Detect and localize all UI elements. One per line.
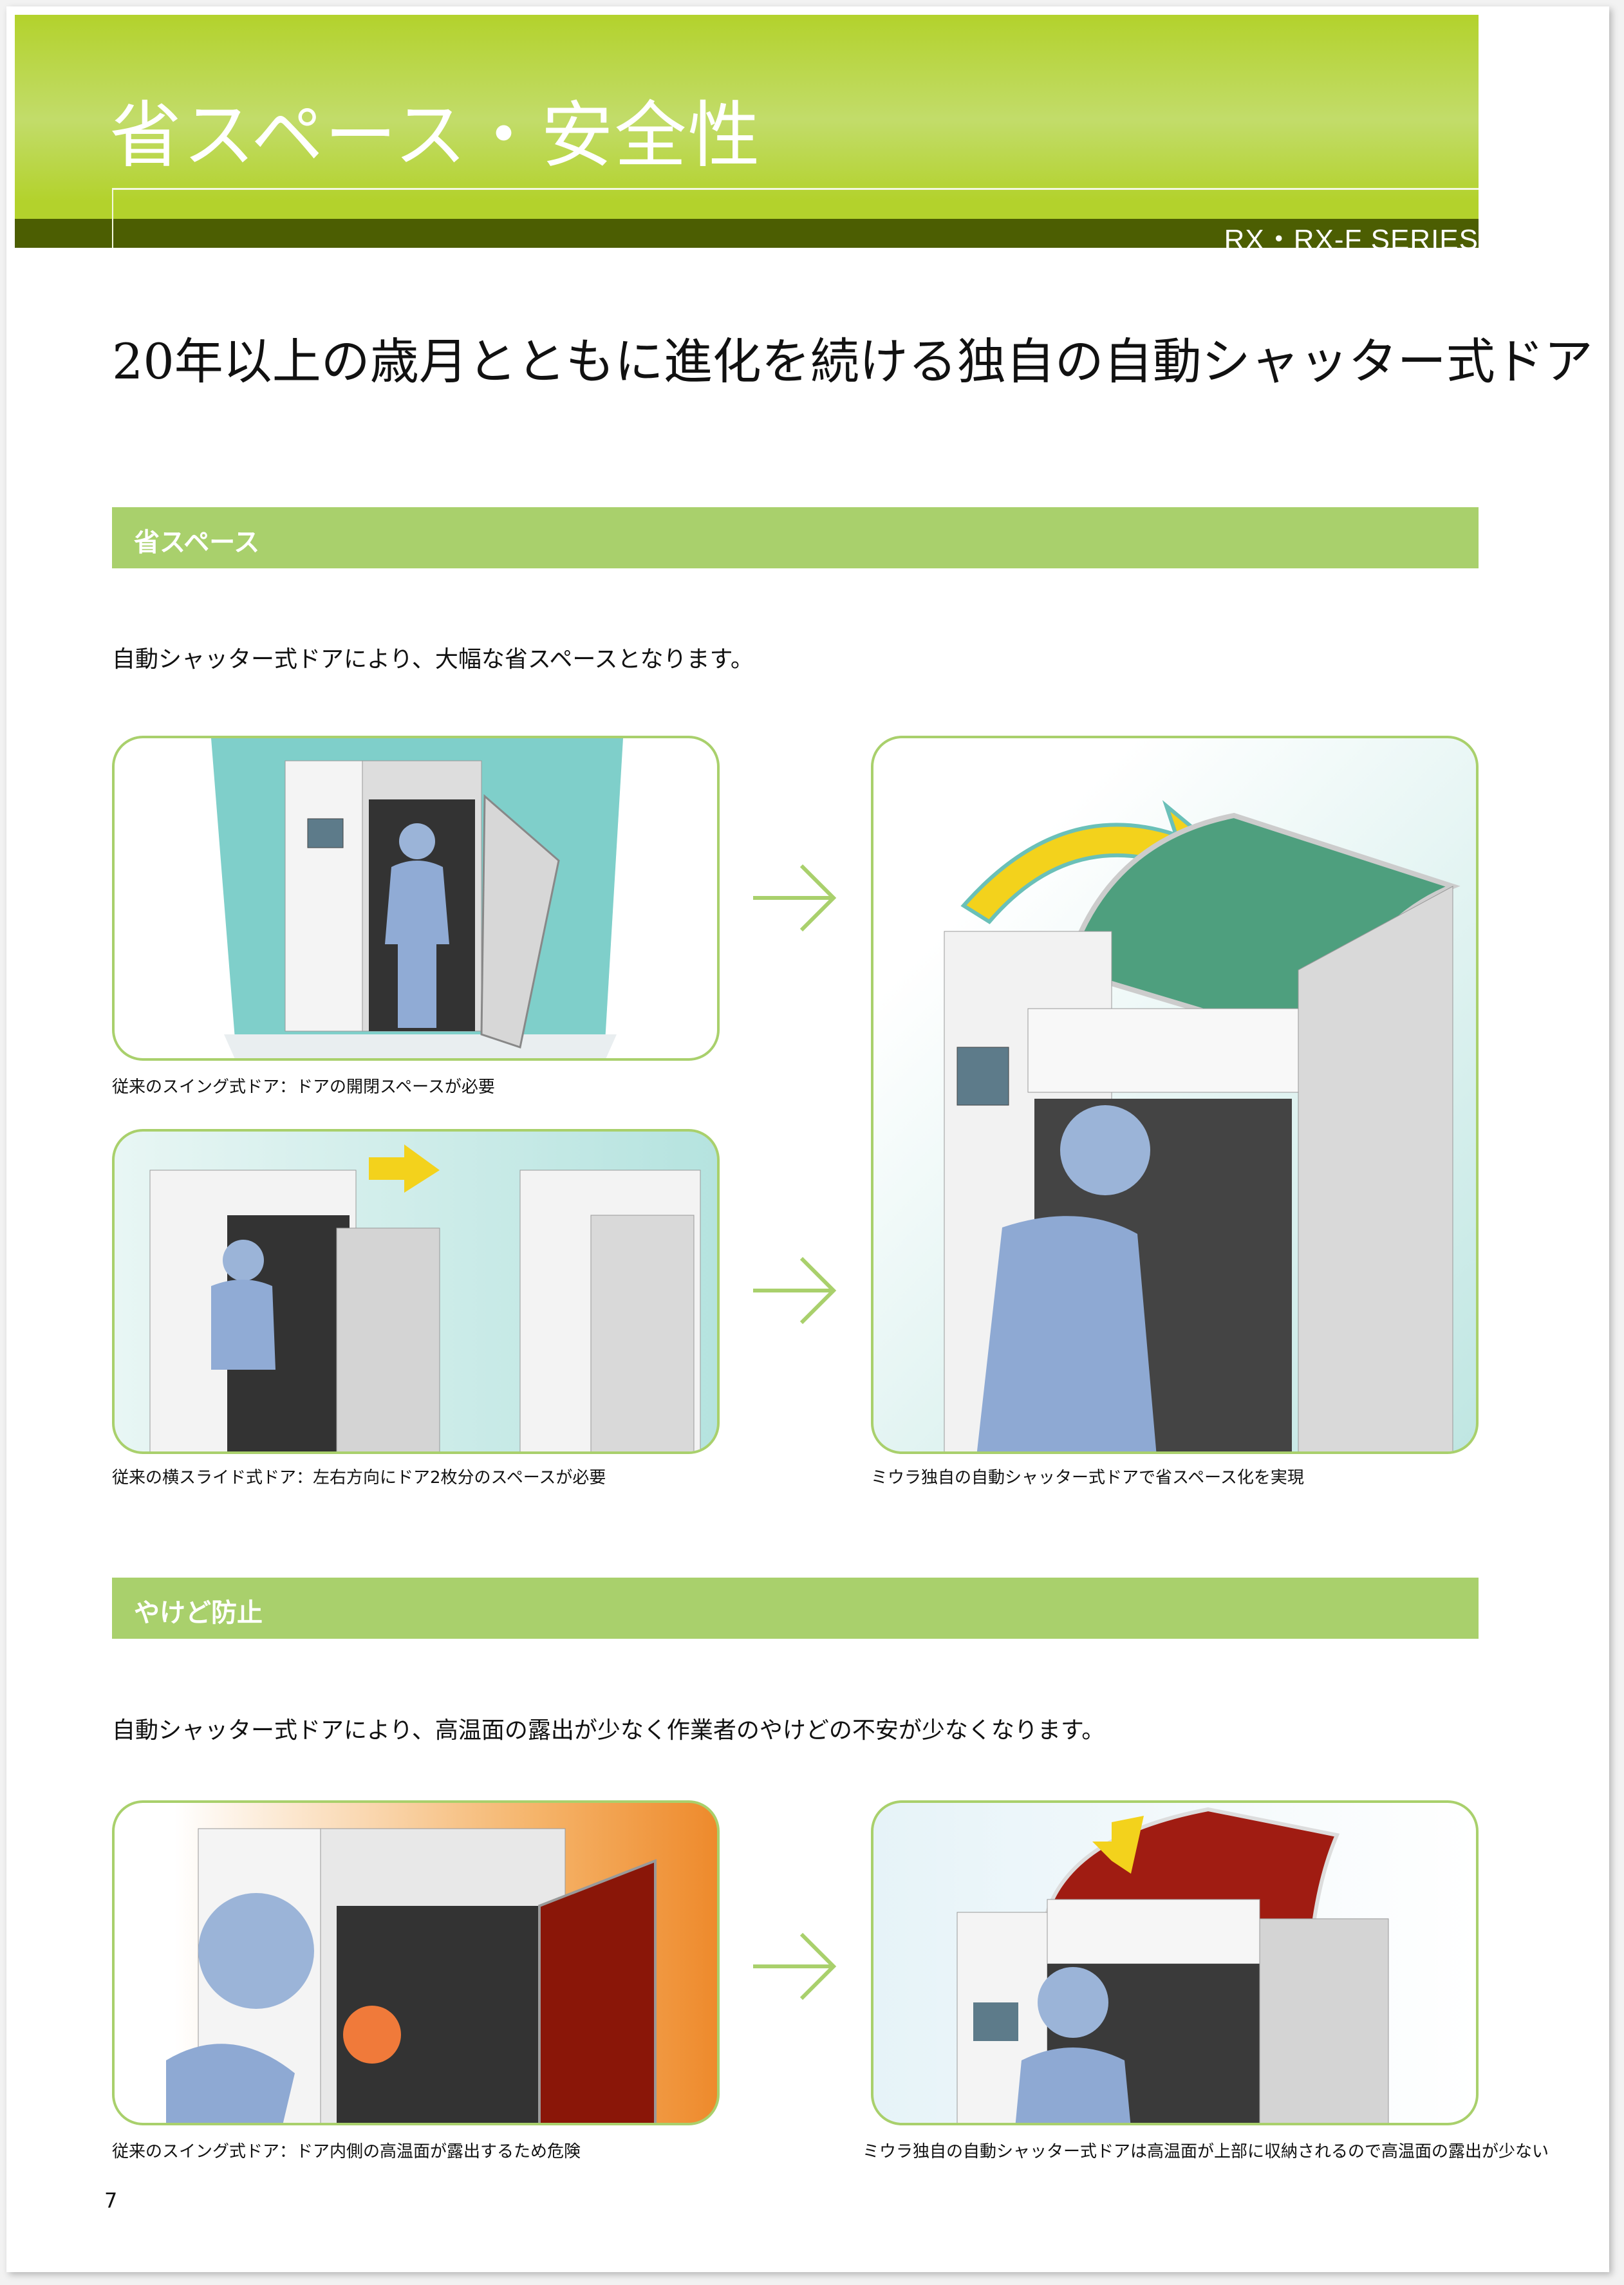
series-label: RX・RX-F SERIES — [1224, 224, 1479, 256]
divider — [112, 188, 1479, 190]
shutter-door-illustration — [871, 736, 1479, 1454]
header-banner — [15, 15, 1479, 248]
caption: 従来のスイング式ドア：ドア内側の高温面が露出するため危険 — [112, 2142, 581, 2161]
slide-door-illustration — [112, 1129, 720, 1454]
swing-door-illustration — [112, 736, 720, 1061]
page-number: 7 — [104, 2188, 118, 2213]
section-heading-bar: やけど防止 — [112, 1578, 1479, 1639]
arrow-right-icon — [753, 1256, 837, 1325]
hot-surface-swing-illustration — [112, 1800, 720, 2125]
arrow-right-icon — [753, 864, 837, 932]
section-heading: 省スペース — [134, 528, 260, 557]
section-heading: やけど防止 — [134, 1598, 263, 1628]
page-title: 省スペース・安全性 — [109, 94, 761, 178]
caption: 従来のスイング式ドア：ドアの開閉スペースが必要 — [112, 1077, 495, 1097]
section-lead: 自動シャッター式ドアにより、高温面の露出が少なく作業者のやけどの不安が少なくなり… — [112, 1717, 1105, 1744]
hot-surface-shutter-illustration — [871, 1800, 1479, 2125]
divider — [112, 188, 113, 248]
caption: ミウラ独自の自動シャッター式ドアは高温面が上部に収納されるので高温面の露出が少な… — [863, 2142, 1549, 2161]
caption: 従来の横スライド式ドア：左右方向にドア2枚分のスペースが必要 — [112, 1468, 606, 1488]
section-heading-bar: 省スペース — [112, 507, 1479, 568]
headline: 20年以上の歳月とともに進化を続ける独自の自動シャッター式ドア — [112, 333, 1593, 390]
arrow-right-icon — [753, 1932, 837, 2001]
header-band — [15, 219, 1479, 248]
caption: ミウラ独自の自動シャッター式ドアで省スペース化を実現 — [871, 1468, 1304, 1488]
section-lead: 自動シャッター式ドアにより、大幅な省スペースとなります。 — [112, 646, 754, 673]
